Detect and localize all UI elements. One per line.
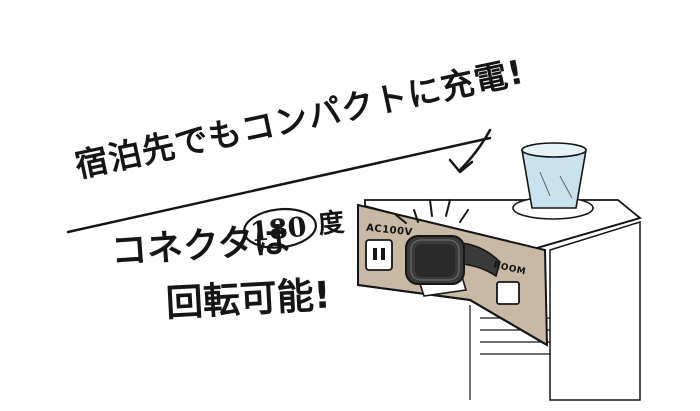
pointer-arrow-icon xyxy=(458,128,492,172)
desk-side xyxy=(549,220,641,401)
room-button xyxy=(496,281,520,305)
angle-unit: 度 xyxy=(316,207,346,241)
headline-underline xyxy=(66,136,492,234)
angle-number: 180 xyxy=(248,211,309,249)
ac-outlet xyxy=(365,239,393,271)
angle-number-wrap: 180 xyxy=(240,202,326,254)
angle-oval xyxy=(243,207,317,249)
headline-line-3: 回転可能! xyxy=(164,273,332,325)
drinking-glass xyxy=(521,149,587,209)
